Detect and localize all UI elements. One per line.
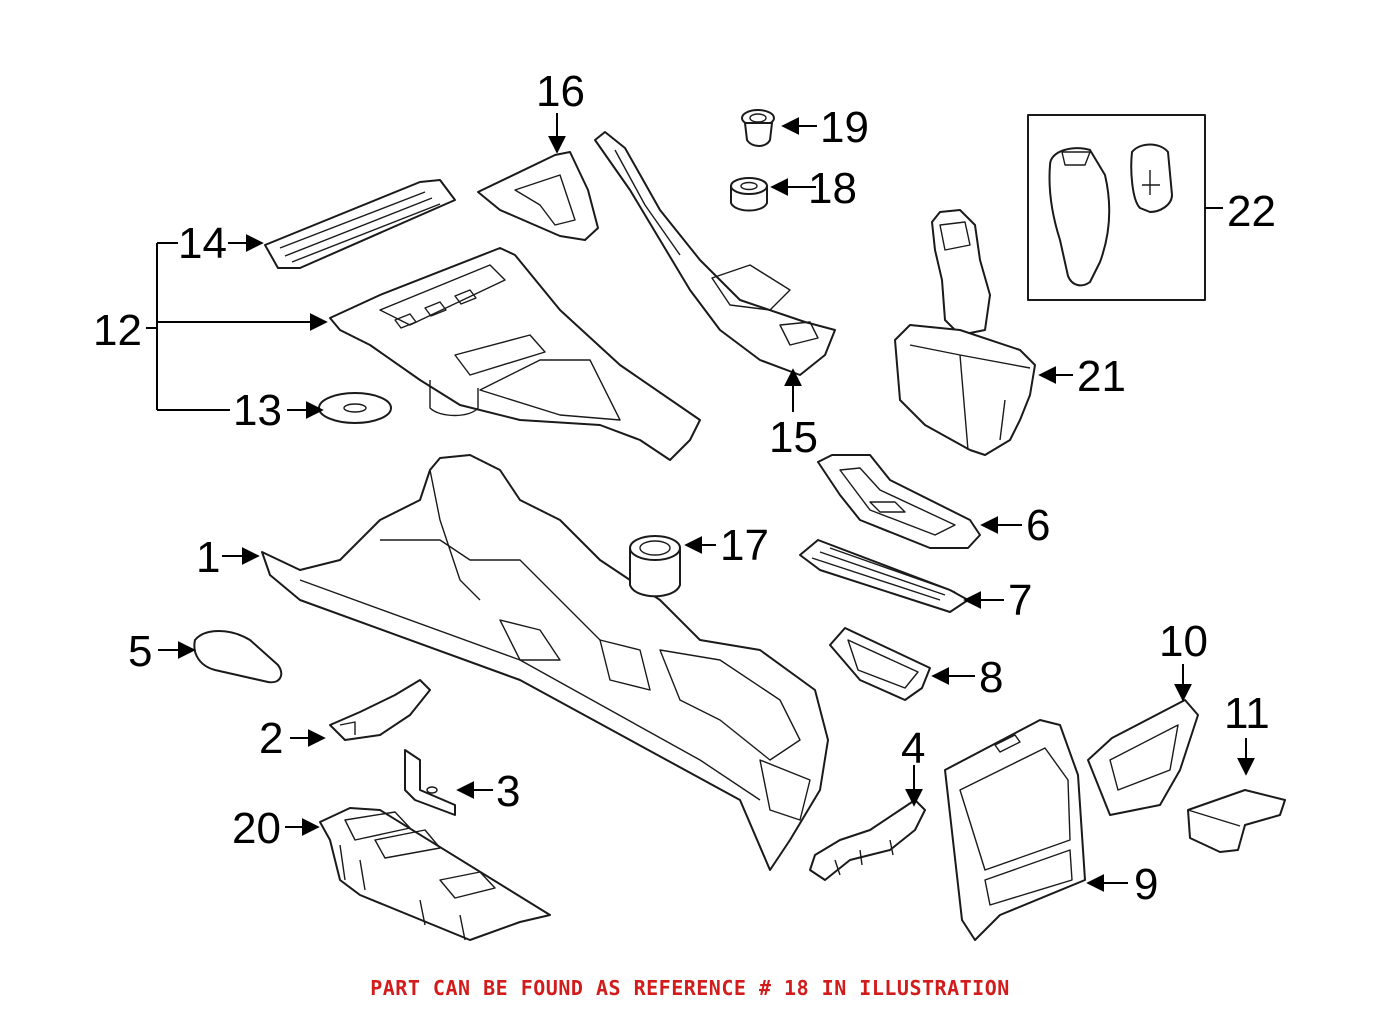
part-3-clip [404,749,456,816]
part-21-gear-selector [894,209,1036,456]
part-17-cup-holder [629,535,681,598]
callout-2: 2 [259,714,283,763]
part-22-shift-knob-set [1027,114,1206,301]
leader-lines [146,113,1255,892]
callout-20: 20 [232,804,281,853]
part-9-rear-panel [944,719,1086,941]
part-10-bezel [1087,699,1199,816]
part-18-grommet [730,177,768,212]
callout-10: 10 [1159,617,1208,666]
part-1-console-body [261,454,829,871]
reference-note: PART CAN BE FOUND AS REFERENCE # 18 IN I… [370,976,1010,1000]
part-7-tray-insert [799,539,969,613]
callout-12: 12 [93,306,142,355]
part-20-switch-panel [319,807,551,941]
part-15-trim-strip [594,131,836,376]
part-11-cover [1187,789,1286,853]
callout-7: 7 [1008,576,1032,625]
callout-9: 9 [1134,860,1158,909]
callout-13: 13 [233,386,282,435]
callout-4: 4 [901,724,925,773]
callout-6: 6 [1026,501,1050,550]
callout-22: 22 [1227,187,1276,236]
callout-3: 3 [496,767,520,816]
callout-1: 1 [196,533,220,582]
part-19-plug [741,109,775,147]
callout-14: 14 [178,219,227,268]
part-12-console-trim [329,247,701,461]
callout-21: 21 [1077,352,1126,401]
part-4-bracket [809,799,926,881]
callout-18: 18 [808,164,857,213]
part-2-bracket [329,679,431,741]
callout-labels: 1 2 3 4 5 6 7 8 9 10 11 12 13 14 15 16 1… [93,67,1276,909]
callout-15: 15 [769,413,818,462]
part-6-tray-mat [817,454,981,549]
part-16-shifter-trim [477,151,599,241]
part-14-storage-mat [264,179,456,269]
callout-16: 16 [536,67,585,116]
callout-5: 5 [128,627,152,676]
part-5-armrest-cap [193,630,283,684]
callout-8: 8 [979,653,1003,702]
part-13-coin-mat [318,392,392,424]
callout-11: 11 [1224,689,1270,738]
part-8-tray [829,627,931,701]
callout-19: 19 [820,103,869,152]
callout-17: 17 [720,521,769,570]
